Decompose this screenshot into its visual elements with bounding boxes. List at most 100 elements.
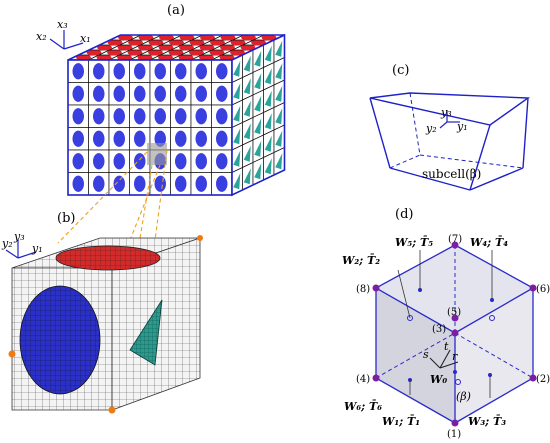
axes-b [5, 240, 37, 259]
platelet-ellipse [241, 34, 256, 41]
fiber-circle [195, 85, 207, 102]
fiber-circle [154, 85, 166, 102]
fiber-circle [72, 153, 84, 170]
platelet-ellipse [96, 54, 112, 61]
platelet-ellipse [179, 34, 195, 41]
platelet-ellipse [86, 49, 102, 56]
fiber-triangle [233, 105, 241, 122]
fiber-circle [134, 153, 146, 170]
platelet-ellipse [230, 39, 246, 46]
fiber-triangle [275, 153, 283, 170]
platelet-ellipse [240, 44, 256, 51]
fiber-circle [113, 108, 125, 125]
fiber-circle [154, 108, 166, 125]
platelet-ellipse [189, 49, 204, 56]
subcell-wireframe [369, 92, 531, 191]
face-label-w2: W₂; T̄₂ [342, 253, 380, 267]
platelet-ellipse [117, 44, 133, 51]
fiber-triangle [243, 168, 251, 185]
fiber-triangle [254, 50, 262, 67]
fiber-triangle [254, 140, 262, 157]
fiber-triangle [243, 78, 251, 95]
axis-b-y3: y₃ [13, 230, 25, 243]
fiber-circle [93, 130, 105, 147]
platelet-ellipse [220, 44, 235, 51]
fiber-circle [72, 85, 84, 102]
fiber-circle [113, 130, 125, 147]
fiber-circle [93, 175, 105, 192]
face-label-w1: W₁; T̄₁ [382, 414, 420, 428]
fiber-triangle [254, 163, 262, 180]
fiber-circle [195, 175, 207, 192]
block-side-face [231, 33, 286, 197]
node-4: (4) [356, 374, 370, 385]
fiber-triangle [264, 158, 272, 175]
axis-a-x2: x₂ [36, 30, 47, 43]
subcell-label: subcell(β) [422, 167, 481, 181]
platelet-ellipse [199, 44, 215, 51]
fiber-triangle [264, 45, 272, 62]
face-label-w0: W₀ [430, 373, 447, 386]
fiber-circle [175, 85, 187, 102]
fiber-triangle [275, 63, 283, 80]
fiber-triangle [275, 108, 283, 125]
platelet-ellipse [137, 54, 153, 61]
platelet-ellipse [200, 34, 215, 41]
fiber-circle [154, 130, 166, 147]
platelet-ellipse [148, 39, 164, 46]
node-7: (7) [448, 234, 462, 245]
platelet-ellipse [210, 39, 225, 46]
face-label-w3: W₃; T̄₃ [468, 414, 506, 428]
platelet-ellipse [220, 34, 236, 41]
platelet-ellipse [159, 34, 174, 41]
platelet-ellipse [178, 54, 194, 61]
node-5: (5) [447, 307, 461, 318]
platelet-ellipse [219, 54, 235, 61]
fiber-circle [216, 153, 228, 170]
face-label-w5: W₅; T̄₅ [395, 235, 433, 249]
platelet-ellipse [179, 44, 194, 51]
fiber-circle [195, 153, 207, 170]
platelet-ellipse [138, 34, 154, 41]
fiber-triangle [264, 135, 272, 152]
fiber-circle [195, 63, 207, 80]
fiber-circle [216, 175, 228, 192]
node-6: (6) [536, 284, 550, 295]
local-axis-r: r [452, 350, 458, 363]
fiber-circle [113, 85, 125, 102]
fiber-circle [195, 130, 207, 147]
fiber-circle [175, 175, 187, 192]
fiber-triangle [275, 40, 283, 57]
platelet-ellipse [158, 54, 173, 61]
fiber-circle [175, 63, 187, 80]
fiber-circle [134, 85, 146, 102]
fiber-circle [113, 153, 125, 170]
fiber-circle [134, 175, 146, 192]
beta-label: (β) [456, 390, 471, 403]
fiber-circle [154, 175, 166, 192]
platelet-ellipse [107, 49, 122, 56]
platelet-ellipse [199, 54, 214, 61]
axis-c-y2: y₂ [425, 122, 437, 135]
hex-element [372, 241, 537, 427]
fiber-triangle [264, 68, 272, 85]
platelet-ellipse [209, 49, 225, 56]
platelet-ellipse [117, 54, 132, 61]
fiber-circle [154, 63, 166, 80]
platelet-ellipse [127, 49, 143, 56]
fiber-circle [93, 85, 105, 102]
meshed-rve-cube [8, 235, 203, 414]
subcell-hidden-edges [389, 92, 524, 169]
panel-b-label: (b) [57, 211, 75, 226]
fiber-triangle [264, 90, 272, 107]
platelet-ellipse [138, 44, 153, 51]
fiber-triangle [243, 145, 251, 162]
axis-c-y1: y₁ [456, 120, 468, 133]
platelet-ellipse [148, 49, 163, 56]
fiber-triangle [233, 60, 241, 77]
fiber-circle [72, 63, 84, 80]
node-8: (8) [356, 284, 370, 295]
fiber-circle [216, 63, 228, 80]
local-axis-t: t [444, 340, 449, 353]
